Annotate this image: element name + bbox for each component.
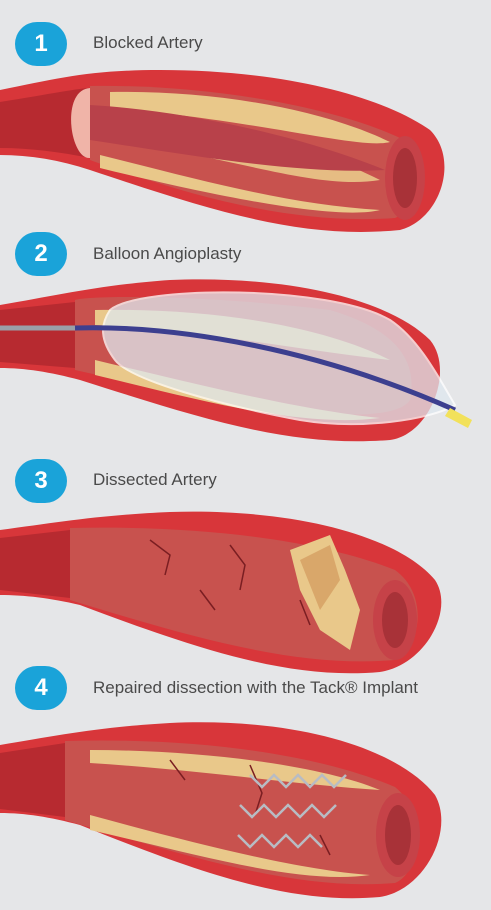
step-3-number-badge: 3 [15, 459, 67, 503]
step-4-number-badge: 4 [15, 666, 67, 710]
step-4-label: Repaired dissection with the Tack® Impla… [93, 678, 418, 698]
dissected-artery-illustration [0, 500, 491, 690]
step-3-label: Dissected Artery [93, 470, 217, 490]
step-2-label: Balloon Angioplasty [93, 244, 241, 264]
balloon-angioplasty-illustration [0, 270, 491, 460]
tack-implant-illustration [0, 705, 491, 910]
step-1-label: Blocked Artery [93, 33, 203, 53]
blocked-artery-illustration [0, 60, 491, 240]
